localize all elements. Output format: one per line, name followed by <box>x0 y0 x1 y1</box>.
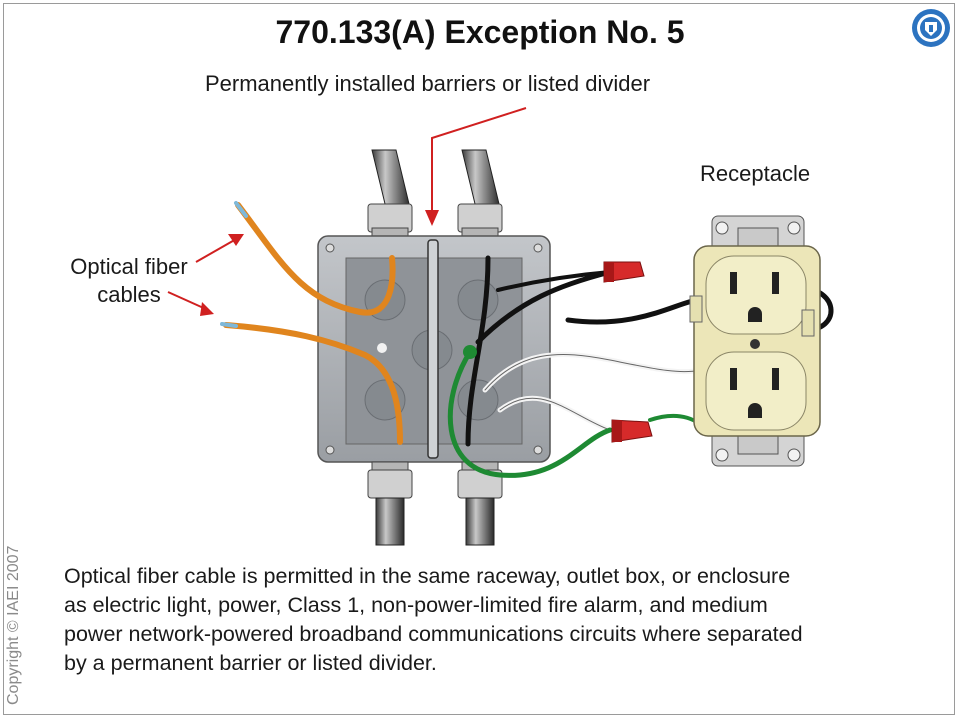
caption-line-3: power network-powered broadband communic… <box>64 622 803 646</box>
page-frame <box>3 3 955 715</box>
diagram-title: 770.133(A) Exception No. 5 <box>275 14 685 50</box>
caption-line-1: Optical fiber cable is permitted in the … <box>64 564 791 588</box>
conduit-top-right <box>457 149 503 239</box>
arrowheads <box>200 210 439 316</box>
iaei-logo-icon <box>912 9 950 47</box>
optical-fiber-cables <box>220 201 403 445</box>
wire-nut-top <box>603 261 645 283</box>
caption-line-2: as electric light, power, Class 1, non-p… <box>64 593 768 617</box>
conduit-bottom-right <box>457 461 503 546</box>
receptacle <box>689 215 821 467</box>
receptacle-label: Receptacle <box>700 161 811 186</box>
caption-line-4: by a permanent barrier or listed divider… <box>64 651 437 675</box>
conduit-top-left <box>367 149 413 239</box>
wire-nut-bottom <box>611 419 653 443</box>
barrier-divider <box>427 239 439 459</box>
caption-paragraph: Optical fiber cable is permitted in the … <box>64 562 934 678</box>
barrier-label: Permanently installed barriers or listed… <box>205 71 651 96</box>
optical-fiber-label: Optical fiber cables <box>54 253 204 309</box>
optical-fiber-label-line1: Optical fiber <box>70 254 188 279</box>
conduit-bottom-left <box>367 461 413 546</box>
copyright-notice: Copyright © IAEI 2007 <box>5 545 22 705</box>
optical-fiber-label-line2: cables <box>97 282 161 307</box>
